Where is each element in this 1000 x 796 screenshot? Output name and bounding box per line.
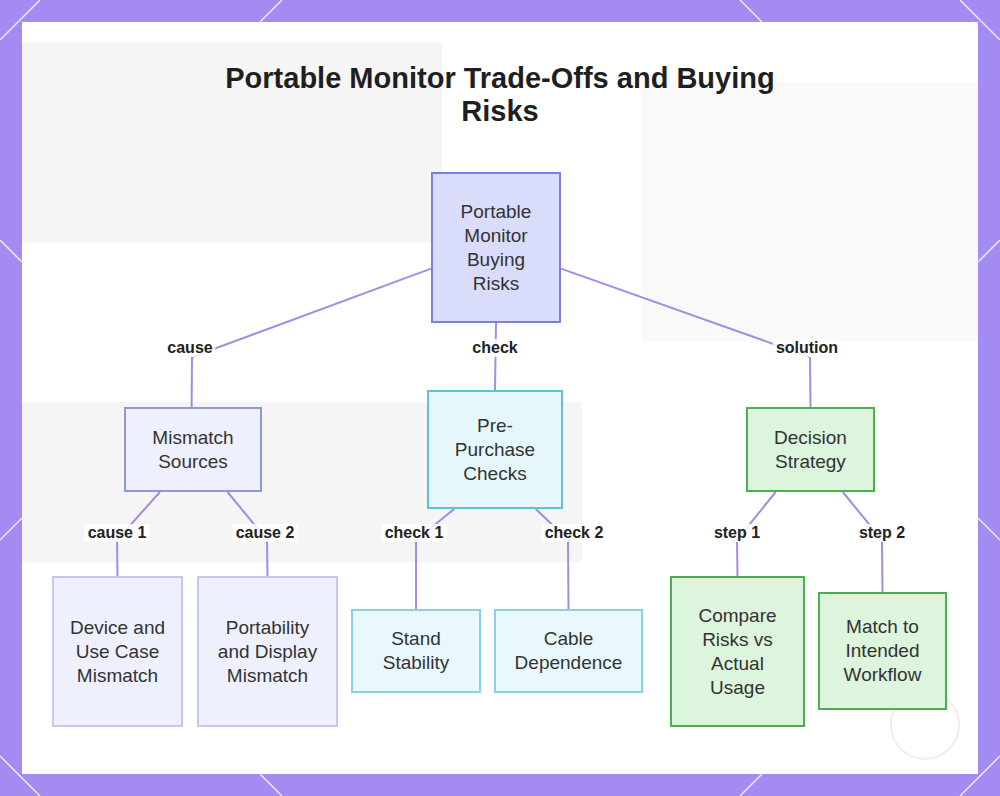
process-box: Compare Risks vs Actual Usage: [670, 576, 805, 727]
edge-label: check 1: [382, 524, 447, 542]
process-box: Decision Strategy: [746, 407, 875, 492]
node-label: Pre-Purchase Checks: [443, 414, 547, 486]
node-label: Cable Dependence: [510, 627, 627, 675]
edge-label: step 1: [711, 524, 763, 542]
connector-line: [843, 492, 883, 592]
process-box: Pre-Purchase Checks: [427, 390, 563, 509]
connector-line: [192, 269, 431, 407]
node-label: Portable Monitor Buying Risks: [447, 200, 545, 296]
process-box: Portability and Display Mismatch: [197, 576, 338, 727]
node-label: Decision Strategy: [762, 426, 859, 474]
edge-label: step 2: [856, 524, 908, 542]
node-label: Portability and Display Mismatch: [213, 616, 322, 688]
node-label: Mismatch Sources: [140, 426, 246, 474]
node-label: Compare Risks vs Actual Usage: [686, 604, 789, 700]
process-box: Portable Monitor Buying Risks: [431, 172, 561, 323]
diagram-title: Portable Monitor Trade-Offs and Buying R…: [200, 62, 800, 128]
edge-label: cause 2: [233, 524, 298, 542]
process-box: Device and Use Case Mismatch: [52, 576, 183, 727]
process-box: Match to Intended Workflow: [818, 592, 947, 710]
process-box: Mismatch Sources: [124, 407, 262, 492]
node-label: Match to Intended Workflow: [834, 615, 931, 687]
process-box: Stand Stability: [351, 609, 481, 693]
process-box: Cable Dependence: [494, 609, 643, 693]
node-label: Stand Stability: [367, 627, 465, 675]
edge-label: check 2: [542, 524, 607, 542]
edge-label: check: [469, 339, 520, 357]
connector-line: [561, 269, 811, 407]
edge-label: cause: [164, 339, 215, 357]
node-label: Device and Use Case Mismatch: [68, 616, 167, 688]
edge-label: cause 1: [85, 524, 150, 542]
edge-label: solution: [773, 339, 841, 357]
